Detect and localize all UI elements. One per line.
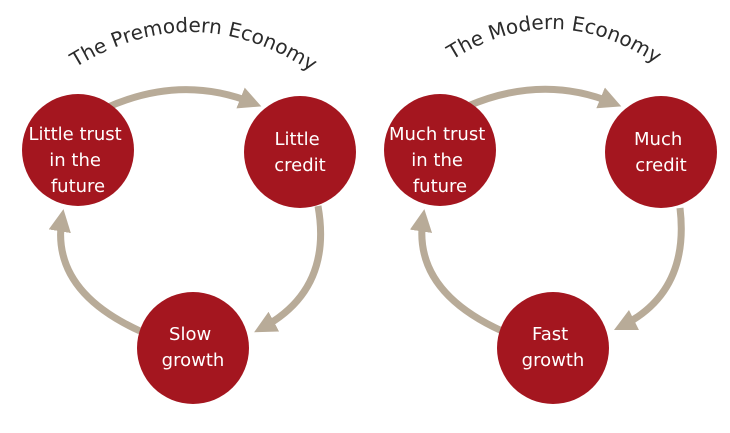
node-label-line: Much trust [389,124,485,145]
node-little-credit-label: Little credit [274,129,325,176]
arrow-trust-to-credit [104,86,262,112]
node-fast-growth-circle [497,292,609,404]
arrow-growth-to-trust [48,209,142,335]
node-fast-growth-label: Fast growth [522,324,585,371]
node-fast-growth: Fast growth [497,292,609,404]
node-much-credit: Much credit [605,96,717,208]
node-much-trust: Much trust in the future [384,94,496,206]
modern-economy-title: The Modern Economy [442,10,667,68]
arrow-growth-to-trust [409,209,504,335]
modern-economy-cycle: The Modern Economy Much trust in the fut… [384,10,717,404]
node-label-line: Much [634,129,682,150]
node-slow-growth: Slow growth [137,292,249,404]
premodern-economy-title: The Premodern Economy [65,13,322,76]
node-little-trust: Little trust in the future [22,94,134,206]
arrow-trust-to-credit [466,85,622,110]
node-much-trust-circle [384,94,496,206]
node-little-trust-circle [22,94,134,206]
node-little-credit: Little credit [244,96,356,208]
arrow-credit-to-growth [613,207,685,331]
modern-economy-title-text: The Modern Economy [442,10,667,68]
node-label-line: credit [274,155,325,176]
node-label-line: credit [635,155,686,176]
node-label-line: future [413,176,467,197]
node-label-line: Little trust [29,124,122,145]
arrow-credit-to-growth [254,205,325,333]
node-label-line: Little [275,129,320,150]
node-label-line: Slow [169,324,211,345]
node-much-credit-circle [605,96,717,208]
node-label-line: growth [162,350,225,371]
node-little-trust-label: Little trust in the future [29,124,128,197]
node-slow-growth-label: Slow growth [162,324,225,371]
premodern-economy-title-text: The Premodern Economy [65,13,322,76]
node-much-trust-label: Much trust in the future [389,124,491,197]
node-little-credit-circle [244,96,356,208]
premodern-economy-cycle: The Premodern Economy Little trust in th… [22,13,356,404]
node-label-line: in the [411,150,463,171]
node-label-line: growth [522,350,585,371]
node-slow-growth-circle [137,292,249,404]
node-much-credit-label: Much credit [634,129,688,176]
node-label-line: Fast [532,324,568,345]
node-label-line: in the [49,150,101,171]
node-label-line: future [51,176,105,197]
